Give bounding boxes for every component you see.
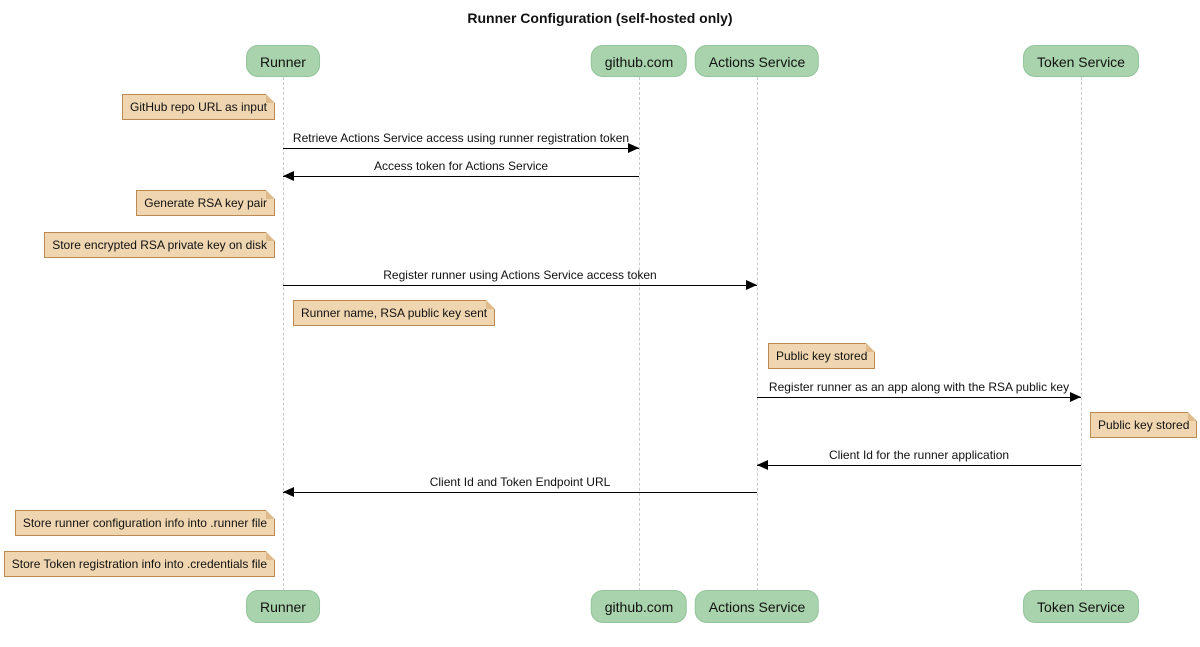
message-line-2	[283, 176, 639, 177]
note-6: Public key stored	[1090, 412, 1198, 438]
message-line-6	[283, 492, 757, 493]
participant-token-top: Token Service	[1023, 45, 1139, 77]
message-arrowhead-2	[283, 171, 294, 181]
message-arrowhead-1	[628, 143, 639, 153]
note-2: Generate RSA key pair	[136, 190, 275, 216]
participant-token-bottom: Token Service	[1023, 590, 1139, 623]
message-line-5	[757, 465, 1081, 466]
message-label-2: Access token for Actions Service	[373, 159, 549, 173]
diagram-title: Runner Configuration (self-hosted only)	[467, 10, 733, 26]
note-4: Runner name, RSA public key sent	[293, 300, 496, 326]
message-label-1: Retrieve Actions Service access using ru…	[292, 131, 630, 145]
message-line-3	[283, 285, 757, 286]
message-label-5: Client Id for the runner application	[828, 448, 1010, 462]
participant-runner-bottom: Runner	[246, 590, 320, 623]
message-line-1	[283, 148, 639, 149]
participant-github-top: github.com	[590, 45, 688, 77]
message-label-4: Register runner as an app along with the…	[768, 380, 1070, 394]
message-arrowhead-6	[283, 487, 294, 497]
participant-actions-top: Actions Service	[694, 45, 820, 77]
participant-actions-bottom: Actions Service	[694, 590, 820, 623]
message-arrowhead-4	[1070, 392, 1081, 402]
message-line-4	[757, 397, 1081, 398]
note-7: Store runner configuration info into .ru…	[14, 510, 276, 536]
message-arrowhead-5	[757, 460, 768, 470]
participant-github-bottom: github.com	[590, 590, 688, 623]
note-5: Public key stored	[768, 343, 876, 369]
lifeline-token	[1081, 77, 1082, 591]
message-label-6: Client Id and Token Endpoint URL	[429, 475, 611, 489]
participant-runner-top: Runner	[246, 45, 320, 77]
message-arrowhead-3	[746, 280, 757, 290]
lifeline-github	[639, 77, 640, 591]
message-label-3: Register runner using Actions Service ac…	[383, 268, 657, 282]
note-8: Store Token registration info into .cred…	[3, 551, 276, 577]
lifeline-actions	[757, 77, 758, 591]
lifeline-runner	[283, 77, 284, 591]
note-3: Store encrypted RSA private key on disk	[44, 232, 275, 258]
note-1: GitHub repo URL as input	[122, 94, 275, 120]
